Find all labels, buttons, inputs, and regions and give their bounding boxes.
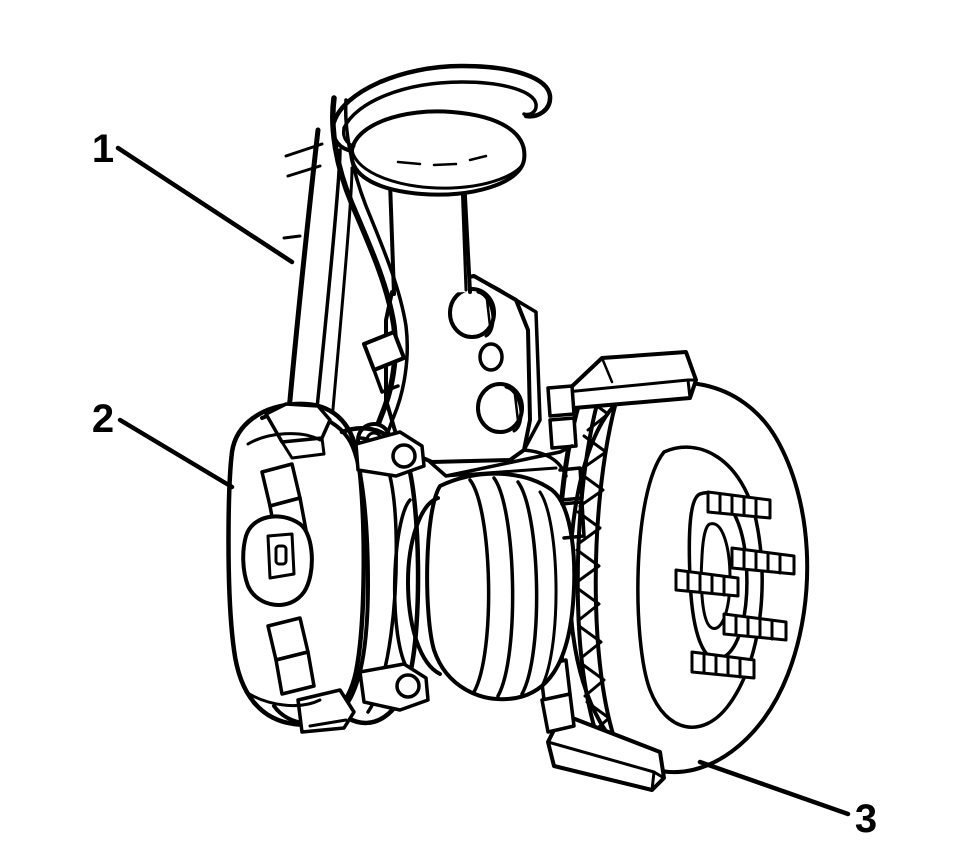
caliper-guide-pin-boss-lower-2 [274,650,316,696]
rotor-rim-inner-line [593,380,628,768]
wheel-stud [674,568,740,598]
callout-number-1: 1 [92,127,114,171]
wheel-stud [722,612,788,642]
strut-hatch-marks [282,142,324,240]
wheel-stud [690,650,756,680]
brake-hose-line [330,95,398,465]
strut-shaft-edge [460,180,468,292]
caliper-bracket-bolt-lower [395,673,421,699]
brake-caliper [226,401,430,734]
callout-leaders [115,145,851,817]
boot-inner-edge [406,496,442,676]
leader-line-1 [115,145,295,265]
cv-joint-boot [392,471,577,702]
knuckle-lower-bolt-hl [513,393,520,423]
boot-fold [516,480,539,696]
steering-knuckle [384,274,586,540]
boot-body [425,471,577,702]
knuckle-bearing-boss [558,466,584,502]
boot-fold [492,476,515,698]
spring-seat-dashes [396,154,488,167]
wheel-stud [730,546,796,576]
caliper-foot-edge [308,718,348,728]
upper-bracket-arm-inner [342,80,538,130]
caliper-abutment-bottom [244,690,322,707]
knuckle-lower-bolt-shade [504,385,523,433]
knuckle-top-edge [472,274,518,302]
shield-mount-bracket [538,384,578,734]
knuckle-lower-bolt-boss [476,382,524,434]
hose-clip-tab [372,368,400,394]
leader-line-2 [117,417,235,490]
callout-number-2: 2 [92,397,114,441]
callout-number-3: 3 [855,797,877,841]
knuckle-upper-bolt-hl [485,298,492,328]
knuckle-lower-arm-bottom [444,466,558,478]
boot-fold [538,490,558,688]
knuckle-upper-bolt-shade [476,290,495,338]
spring-seat-plate [349,109,527,197]
knuckle-small-hole [478,342,504,372]
spring-seat-underside [350,148,526,190]
upper-bracket-arm-end-inner [342,126,356,148]
brake-hose-line-inner [343,98,409,464]
caliper-upper-bridge-edge [280,436,326,460]
leader-line-3 [697,759,851,817]
caliper-bracket-bolt-upper [391,443,417,469]
boot-fold [468,478,491,694]
knuckle-lower-arm-top [428,444,574,478]
knuckle-upper-bolt-boss [448,287,496,339]
wheel-studs [674,490,796,680]
caliper-window-slot [274,544,288,566]
strut-assembly [281,63,553,465]
hose-retaining-clip [362,330,406,372]
caliper-abutment-top [246,432,322,446]
knuckle-bearing-boss-2 [560,500,586,540]
caliper-lower-foot [296,688,356,734]
wheel-stud [706,490,772,520]
knuckle-right-flange [514,298,542,452]
upper-bracket-arm [331,63,553,125]
knuckle-bearing-neck [522,448,568,478]
